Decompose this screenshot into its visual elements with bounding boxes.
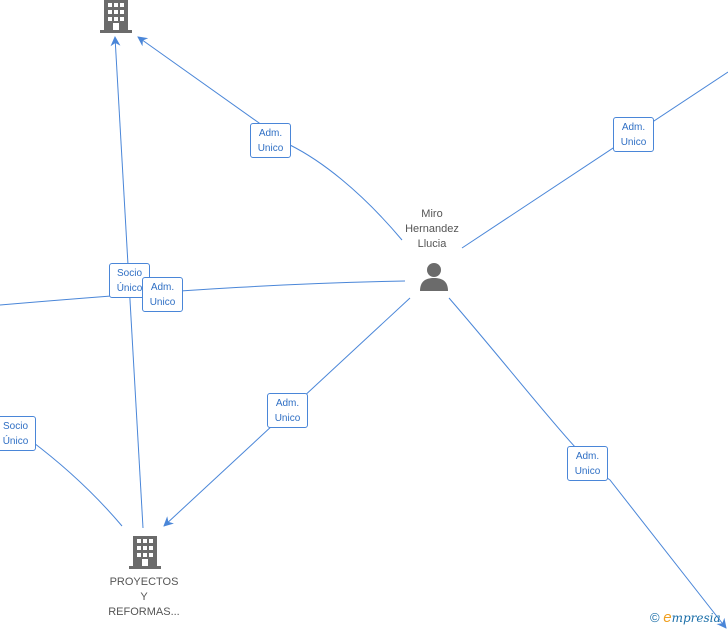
company-top-node[interactable] bbox=[100, 0, 132, 39]
building-icon bbox=[129, 536, 161, 569]
company-bottom-name[interactable]: PROYECTOS Y REFORMAS... bbox=[98, 575, 190, 620]
relation-label-left-middle[interactable]: Adm. Unico bbox=[142, 277, 183, 312]
relation-type: Unico bbox=[257, 143, 284, 154]
relation-label-bottom-left[interactable]: Adm. Unico bbox=[267, 393, 308, 428]
edge-left-to-bottom-company bbox=[29, 439, 123, 527]
relation-role: Adm. bbox=[621, 122, 646, 133]
company-bottom-node[interactable] bbox=[129, 536, 161, 575]
relation-type: Único bbox=[2, 436, 29, 447]
person-node[interactable] bbox=[419, 262, 449, 297]
relation-type: Unico bbox=[574, 466, 601, 477]
relation-label-top-right[interactable]: Adm. Unico bbox=[613, 117, 654, 152]
relation-type: Unico bbox=[149, 297, 176, 308]
relation-type: Único bbox=[116, 283, 143, 294]
relation-role: Socio bbox=[116, 268, 142, 279]
relation-label-bottom-right[interactable]: Adm. Unico bbox=[567, 446, 608, 481]
relation-role: Adm. bbox=[575, 451, 600, 462]
person-name: Miro Hernandez Llucia bbox=[392, 207, 472, 252]
relation-label-top-left[interactable]: Adm. Unico bbox=[250, 123, 291, 158]
relation-role: Adm. bbox=[150, 282, 175, 293]
copyright-symbol: © bbox=[650, 610, 660, 625]
relation-role: Adm. bbox=[275, 398, 300, 409]
company-bottom-name-line-1: PROYECTOS bbox=[109, 576, 179, 588]
relation-role: Adm. bbox=[258, 128, 283, 139]
person-name-line-2: Hernandez bbox=[405, 223, 459, 235]
relation-type: Unico bbox=[620, 137, 647, 148]
edge-person-to-top-right bbox=[461, 71, 728, 249]
brand-initial: e bbox=[663, 609, 672, 626]
person-icon bbox=[420, 263, 448, 291]
relation-label-socio-left[interactable]: Socio Único bbox=[0, 416, 36, 451]
brand-name: mpresia bbox=[671, 611, 721, 625]
relation-role: Socio bbox=[2, 421, 28, 432]
person-name-line-3: Llucia bbox=[417, 238, 447, 250]
person-name-line-1: Miro bbox=[421, 208, 443, 220]
edge-person-to-top-company bbox=[137, 36, 403, 241]
empresia-watermark: © empresia bbox=[650, 609, 721, 629]
company-bottom-name-line-3: REFORMAS... bbox=[108, 606, 180, 618]
relation-type: Unico bbox=[274, 413, 301, 424]
building-icon bbox=[100, 0, 132, 33]
company-bottom-name-line-2: Y bbox=[140, 591, 148, 603]
edge-person-to-left bbox=[0, 280, 406, 306]
